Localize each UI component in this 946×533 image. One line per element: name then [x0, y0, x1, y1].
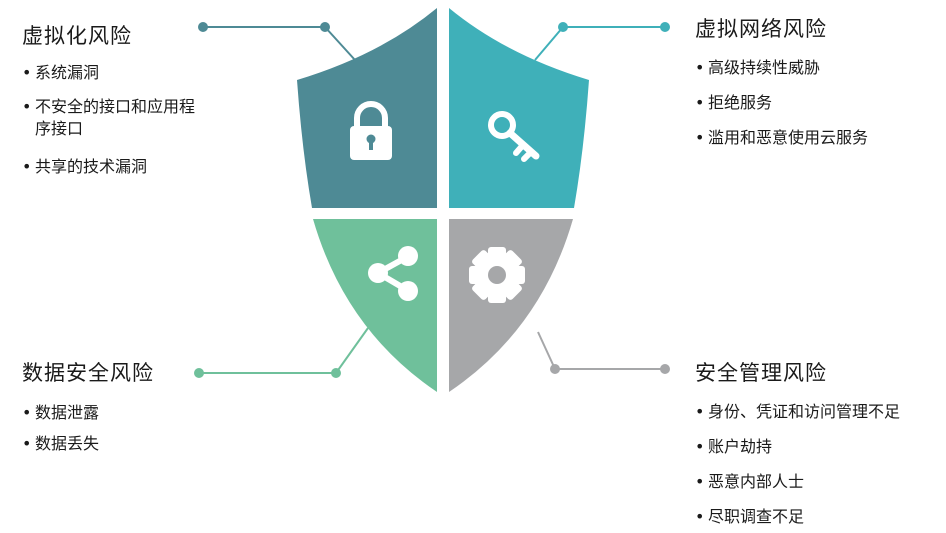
shield-top-right [449, 8, 589, 208]
connector-bottom-right [537, 331, 670, 374]
list-item: 拒绝服务 [695, 92, 940, 114]
list-item: 系统漏洞 [22, 62, 212, 84]
list-data-security-risk: 数据泄露 数据丢失 [22, 402, 212, 455]
share-icon [368, 246, 418, 301]
gear-icon [469, 247, 525, 303]
title-data-security-risk: 数据安全风险 [22, 361, 154, 385]
connector-bottom-left [194, 327, 369, 378]
title-security-management-risk: 安全管理风险 [695, 361, 827, 385]
list-item: 身份、凭证和访问管理不足 [695, 401, 945, 423]
list-item: 恶意内部人士 [695, 471, 945, 493]
title-virtualization-risk: 虚拟化风险 [22, 24, 132, 48]
list-item: 尽职调查不足 [695, 506, 945, 528]
list-virtual-network-risk: 高级持续性威胁 拒绝服务 滥用和恶意使用云服务 [695, 57, 940, 149]
connector-top-left [198, 22, 356, 61]
list-item: 数据丢失 [22, 433, 212, 455]
list-item: 账户劫持 [695, 436, 945, 458]
list-item: 数据泄露 [22, 402, 212, 424]
list-item: 滥用和恶意使用云服务 [695, 127, 940, 149]
list-item: 不安全的接口和应用程序接口 [22, 96, 203, 140]
connector-top-right [534, 22, 670, 61]
shield-bottom-left [313, 219, 437, 392]
shield-top-left [297, 8, 437, 208]
list-security-management-risk: 身份、凭证和访问管理不足 账户劫持 恶意内部人士 尽职调查不足 [695, 401, 945, 528]
key-icon [488, 111, 540, 162]
list-item: 高级持续性威胁 [695, 57, 940, 79]
list-item: 共享的技术漏洞 [22, 156, 212, 178]
title-virtual-network-risk: 虚拟网络风险 [695, 17, 827, 41]
list-virtualization-risk: 系统漏洞 不安全的接口和应用程序接口 共享的技术漏洞 [22, 62, 212, 178]
lock-icon [350, 101, 392, 160]
